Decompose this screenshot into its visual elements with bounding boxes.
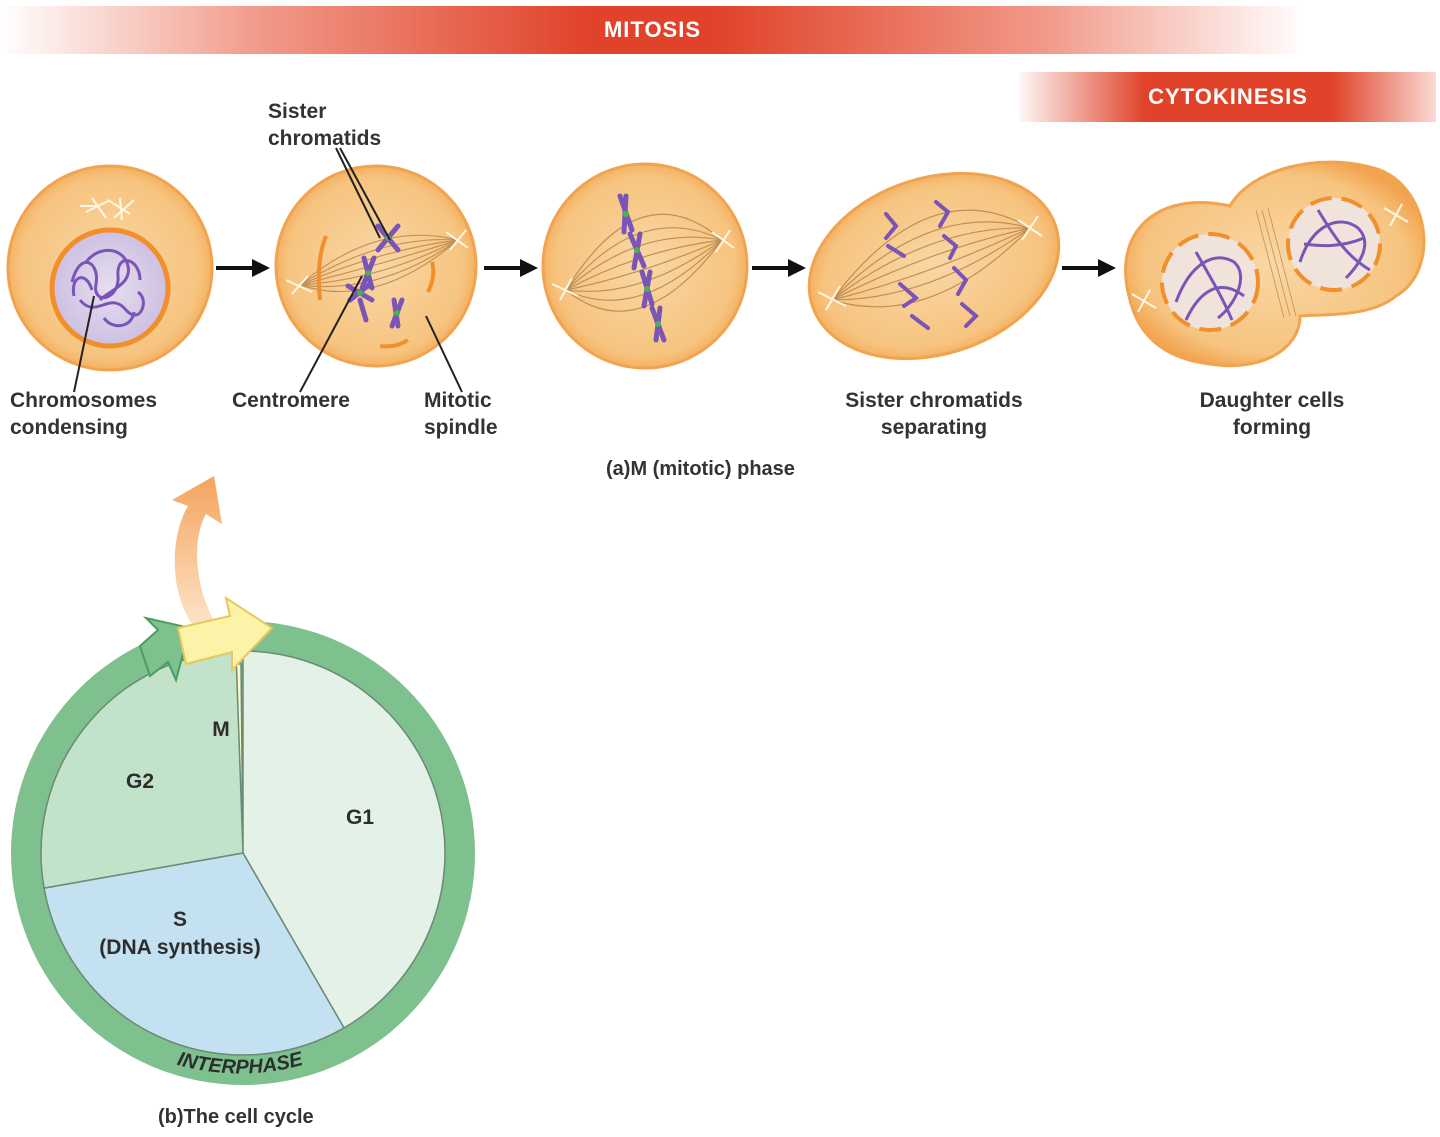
label-sister-chromatids: Sister chromatids (268, 100, 382, 150)
pie-segment-g1 (242, 650, 446, 1029)
label-daughter-cells-forming: Daughter cells forming (1199, 389, 1345, 439)
caption-b-letter: (b) (158, 1106, 184, 1128)
label-chromosomes-condensing: Chromosomes condensing (10, 389, 158, 439)
cell-anaphase (807, 171, 1061, 361)
label-centromere: Centromere (232, 389, 350, 412)
cell-prophase (6, 164, 214, 393)
cycle-arrow-m-icon (176, 595, 274, 673)
cytokinesis-banner-label: CYTOKINESIS (1148, 84, 1308, 109)
cytokinesis-banner: CYTOKINESIS (1020, 72, 1436, 122)
curved-arrow-icon (172, 476, 222, 632)
caption-a-letter: (a) (606, 458, 631, 480)
segment-label-g2: G2 (125, 770, 154, 793)
cell-prometaphase (274, 147, 478, 393)
pie-segment-s (43, 852, 346, 1056)
cell-metaphase (541, 162, 749, 370)
caption-a-text: M (mitotic) phase (630, 458, 795, 480)
mitosis-banner: MITOSIS (0, 6, 1305, 54)
label-sister-chromatids-separating: Sister chromatids separating (845, 389, 1023, 439)
centrosome-icon (80, 197, 135, 221)
arrow-1 (216, 259, 270, 277)
cell-cycle-wheel: INTERPHASE (11, 595, 475, 1085)
mitosis-banner-label: MITOSIS (603, 17, 702, 42)
segment-label-g1: G1 (345, 806, 374, 829)
arrow-2 (484, 259, 538, 277)
arrow-3 (752, 259, 806, 277)
segment-label-m: M (212, 718, 230, 741)
arrow-4 (1062, 259, 1116, 277)
cell-telophase (1124, 160, 1426, 368)
label-mitotic-spindle: Mitotic spindle (424, 389, 498, 439)
condensing-chromosomes (70, 248, 145, 328)
segment-label-s: S (DNA synthesis) (99, 908, 261, 959)
caption-a: (a)M (mitotic) phase (606, 458, 795, 481)
caption-b: (b)The cell cycle (158, 1106, 314, 1129)
caption-b-text: The cell cycle (183, 1106, 314, 1128)
